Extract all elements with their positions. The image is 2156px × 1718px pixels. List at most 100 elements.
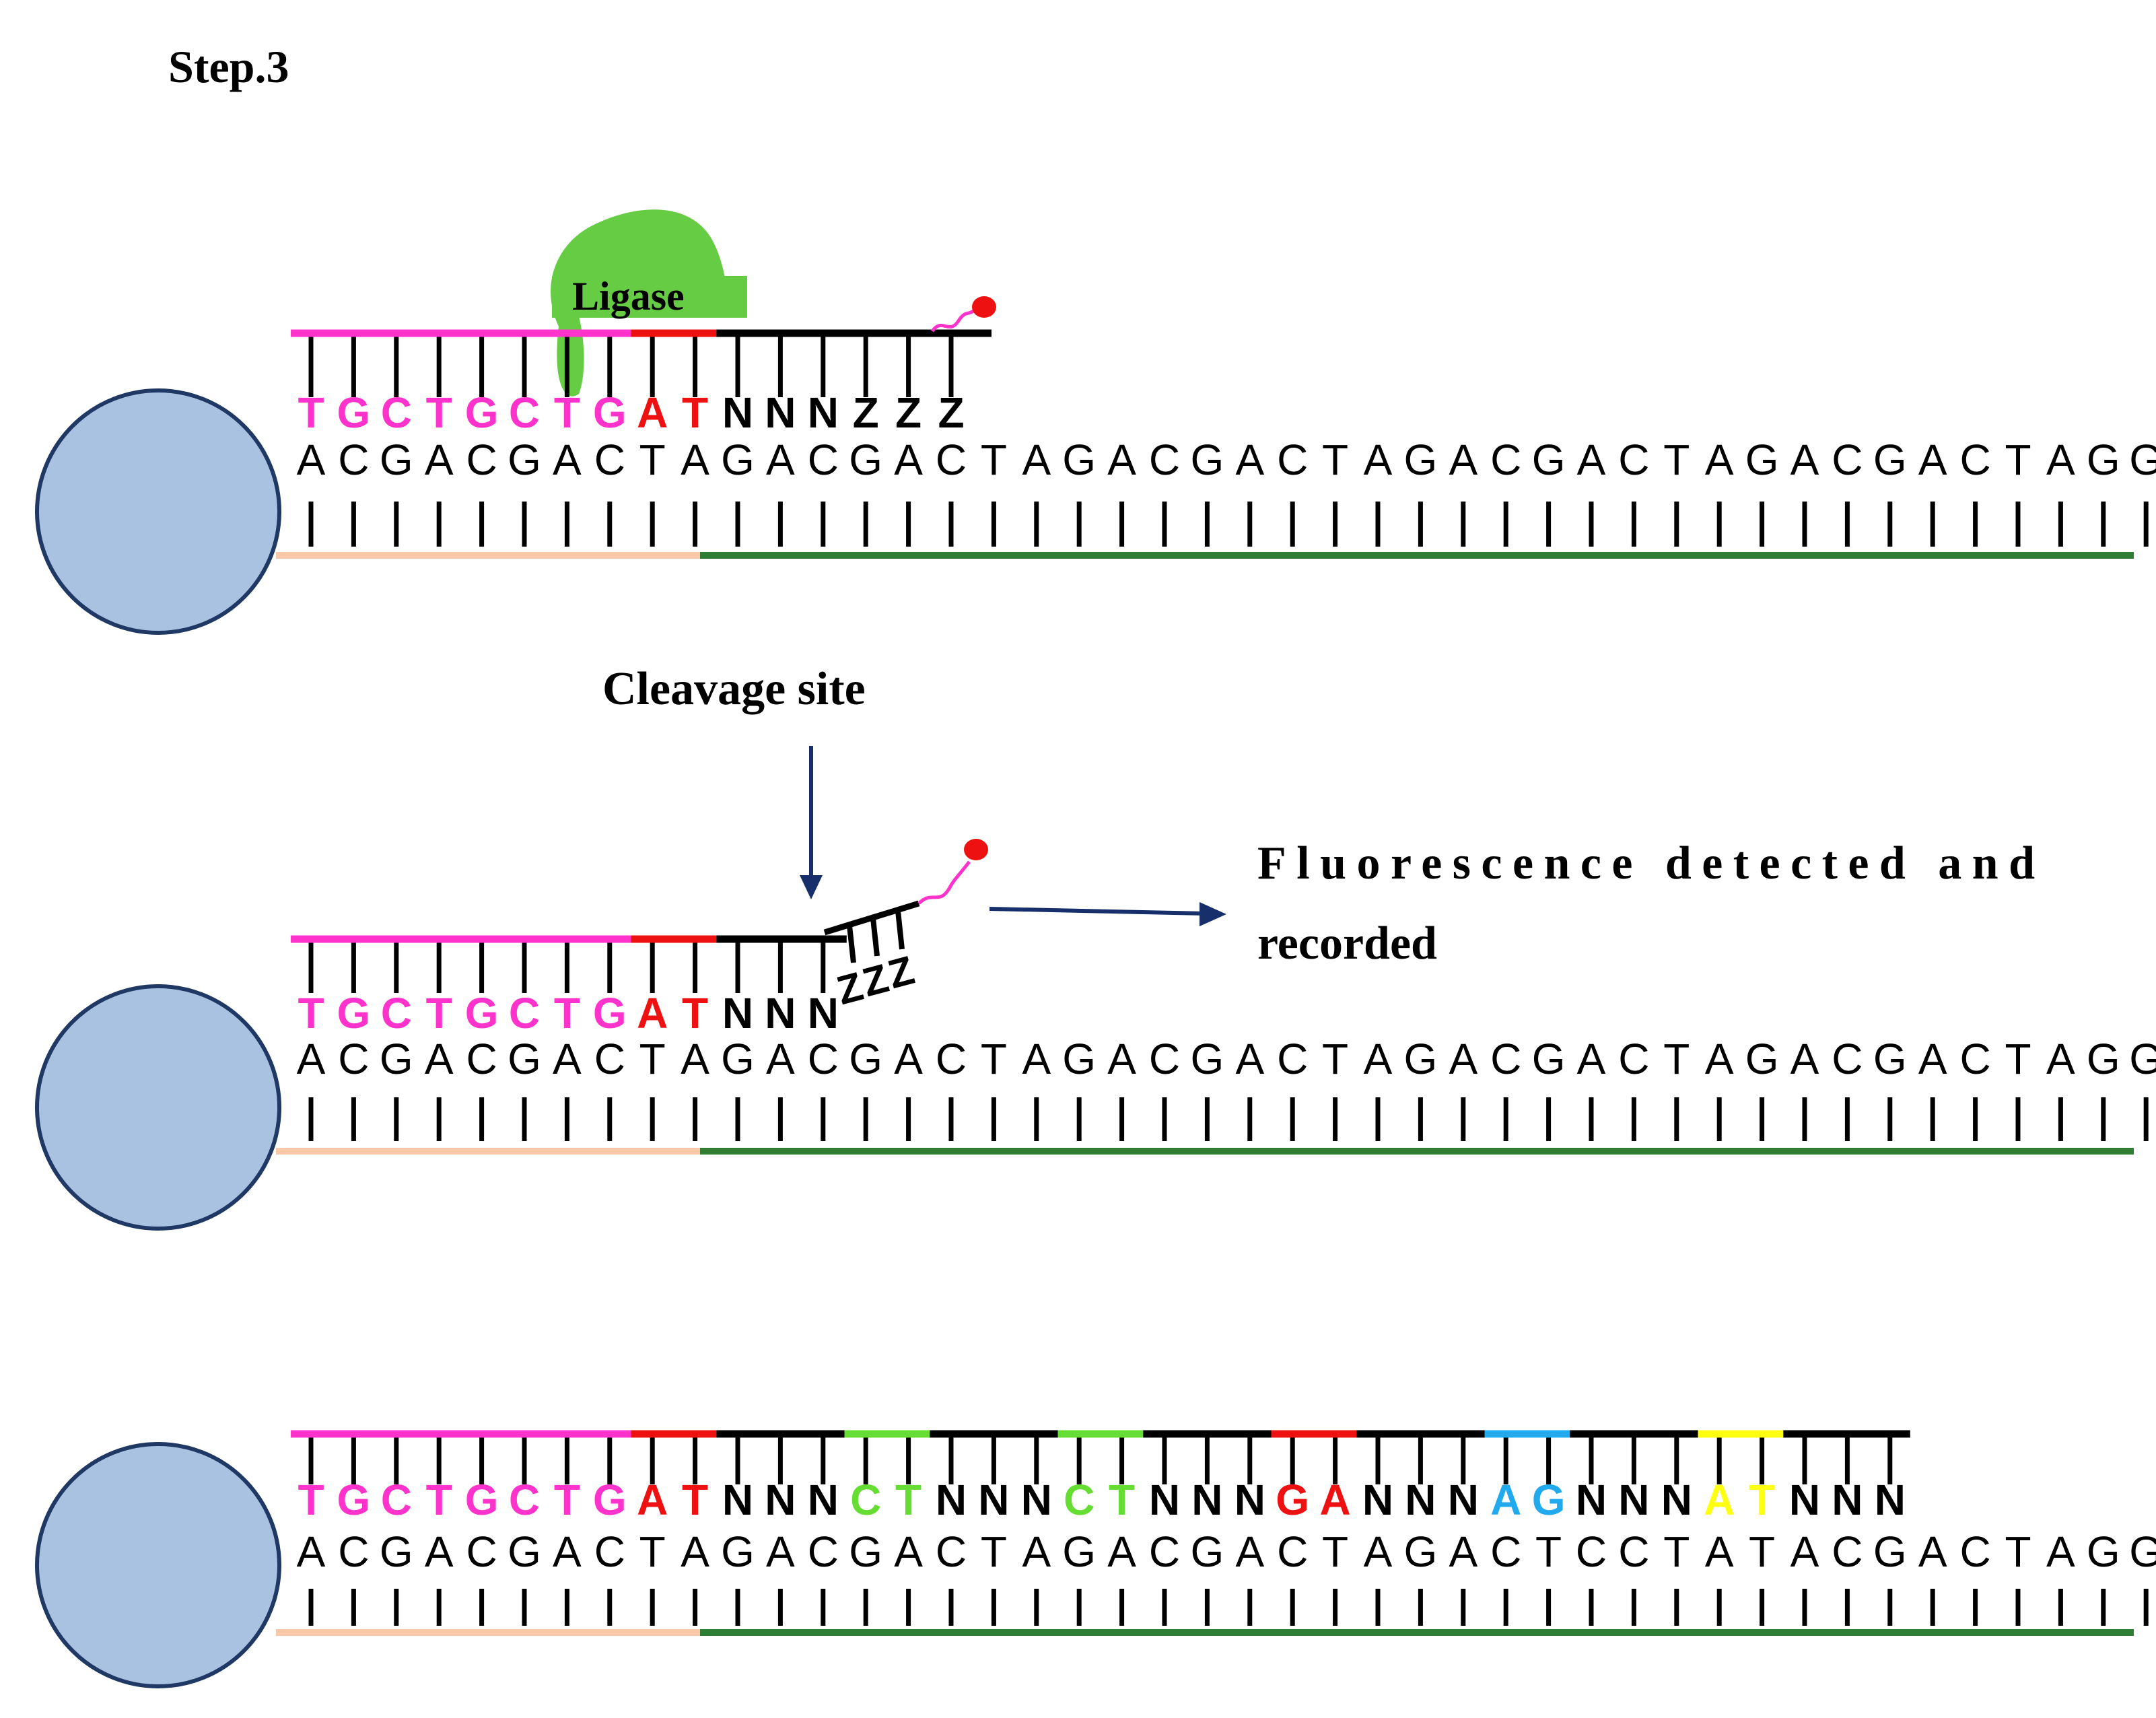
p1-template-base: G [849,436,882,484]
bead [35,984,281,1231]
p2-template-base: A [1107,1035,1136,1083]
p2-template-base: C [1959,1035,1990,1083]
p2-template-base: T [2005,1035,2031,1083]
p2-template-base: A [1364,1035,1393,1083]
p2-template-base: G [1404,1035,1438,1083]
p2-template-base: A [297,1035,326,1083]
p1-template-base: T [981,436,1007,484]
p3-template-base: A [2046,1527,2075,1576]
p2-template-base: A [2046,1035,2075,1083]
p1-template-base: G [1532,436,1566,484]
p2-probe-base: N [765,989,796,1037]
p1-template-base: G [721,436,755,484]
p1-template-base: A [553,436,582,484]
p3-template-base: A [553,1527,582,1576]
p1-template-base: A [1918,436,1947,484]
p1-template-base: A [1022,436,1051,484]
p3-template-base: T [2005,1527,2031,1576]
p3-template-base: A [297,1527,326,1576]
release-arrow-shaft [989,907,1206,916]
p3-template-base: A [1449,1527,1477,1576]
p2-template-base: G [1745,1035,1779,1083]
p2-template-base: G [1873,1035,1907,1083]
p1-template-base: T [1322,436,1348,484]
p3-template-base: C [1149,1527,1180,1576]
p1-template-base: A [1705,436,1734,484]
release-arrow-head [1199,902,1226,926]
p3-template-base: C [466,1527,497,1576]
p1-template-base: C [466,436,497,484]
p2-template-base: C [594,1035,625,1083]
p2-template-base: C [1832,1035,1863,1083]
p3-template-base: A [1022,1527,1051,1576]
p2-template-base: A [1705,1035,1734,1083]
p3-template-base: G [849,1527,882,1576]
p1-template-base: G [1404,436,1438,484]
p3-template-base: G [2087,1527,2120,1576]
p2-probe-base: G [593,989,627,1037]
p2-template-base: A [553,1035,582,1083]
bead [35,388,281,635]
p3-template-base: C [1959,1527,1990,1576]
p3-template-base: A [425,1527,454,1576]
p1-template-base: C [1490,436,1521,484]
cleaved-fragment: ZZZ [823,839,988,1013]
p1-template-base: A [766,436,795,484]
p2-template-base: A [425,1035,454,1083]
p2-template-base: A [1577,1035,1606,1083]
p1-template-base: A [1790,436,1819,484]
p2-template-base: C [466,1035,497,1083]
p1-template-base: G [508,436,541,484]
p3-template-base: C [1832,1527,1863,1576]
p2-template-base: C [808,1035,839,1083]
cleavage-site-label: Cleavage site [602,663,866,715]
p2-template-base: A [1022,1035,1051,1083]
p1-template-base: G [380,436,413,484]
p3-template-base: G [1873,1527,1907,1576]
p2-template-base: A [681,1035,709,1083]
p2-template-base: G [721,1035,755,1083]
p2-template-base: T [1322,1035,1348,1083]
p2-template-base: A [894,1035,923,1083]
p3-template-base: C [1576,1527,1607,1576]
p2-template-base: G [1062,1035,1096,1083]
p1-template-base: A [1107,436,1136,484]
p3-template-base: T [1749,1527,1775,1576]
p3-template-base: T [1663,1527,1690,1576]
p2-template-base: A [1790,1035,1819,1083]
p2-probe-base: T [682,989,708,1037]
ligase-enzyme [551,209,747,397]
p3-template-base: C [338,1527,369,1576]
p2-template-base: A [1449,1035,1477,1083]
p1-template-base: A [1235,436,1264,484]
p3-template-base: T [1535,1527,1562,1576]
p1-template-base: A [894,436,923,484]
p3-template-base: T [981,1527,1007,1576]
p2-template-base: G [849,1035,882,1083]
p3-template-base: A [681,1527,709,1576]
p1-template-base: C [1149,436,1180,484]
p1-template-base: T [2005,436,2031,484]
p2-template-base: G [508,1035,541,1083]
p1-template-base: C [1959,436,1990,484]
p1-template-base: A [2046,436,2075,484]
p2-template-base: A [1235,1035,1264,1083]
p3-template-base: A [1107,1527,1136,1576]
p3-template-base: G [380,1527,413,1576]
p3-template-base: G [1062,1527,1096,1576]
p2-template-base: C [1277,1035,1308,1083]
p2-template-base: C [1490,1035,1521,1083]
p2-template-base: T [981,1035,1007,1083]
p1-template-base: C [1277,436,1308,484]
ligase-label: Ligase [572,274,685,318]
p3-template-base: C [1277,1527,1308,1576]
p2-probe-base: T [554,989,580,1037]
p2-template-base: G [2087,1035,2120,1083]
p3-template-base: C [1618,1527,1649,1576]
p3-template-base: A [894,1527,923,1576]
p2-probe-base: N [722,989,753,1037]
step-title: Step.3 [168,41,289,92]
p1-template-base: A [1577,436,1606,484]
p2-template-base: G [1532,1035,1566,1083]
